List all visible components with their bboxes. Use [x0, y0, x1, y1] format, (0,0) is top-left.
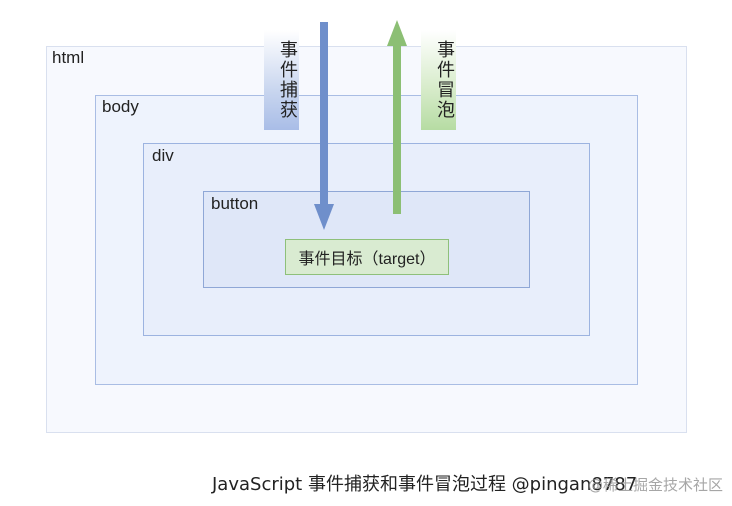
diagram-caption: JavaScript 事件捕获和事件冒泡过程 @pingan8787: [212, 474, 638, 495]
bubble-arrow: [387, 20, 407, 214]
capture-phase-label: 事件捕获: [264, 30, 299, 130]
button-layer-label: button: [211, 194, 259, 213]
watermark-text: @稀土掘金技术社区: [588, 476, 724, 494]
html-layer-label: html: [52, 48, 85, 67]
div-layer-label: div: [152, 146, 174, 165]
bubble-phase-label: 事件冒泡: [421, 30, 456, 130]
capture-arrow: [314, 22, 334, 230]
event-target-box: 事件目标（target）: [285, 239, 449, 275]
body-layer-label: body: [102, 97, 139, 116]
event-target-label: 事件目标（target）: [298, 251, 436, 268]
